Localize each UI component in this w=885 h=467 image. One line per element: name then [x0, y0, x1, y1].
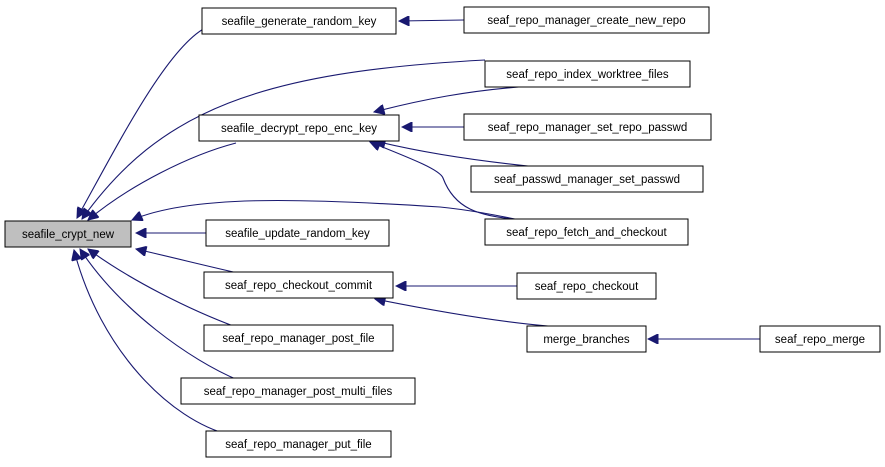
- edge-decrypt-key-to-crypt-new: [88, 142, 237, 220]
- node-label: seaf_repo_fetch_and_checkout: [506, 227, 667, 239]
- node-label: seafile_decrypt_repo_enc_key: [221, 123, 377, 135]
- edge-post-file-to-crypt-new: [88, 249, 237, 328]
- node-seaf-repo-manager-put-file[interactable]: seaf_repo_manager_put_file: [205, 430, 392, 458]
- node-label: seafile_update_random_key: [225, 228, 370, 240]
- edges: [74, 20, 760, 436]
- edge-gen-key-to-crypt-new: [77, 27, 206, 218]
- node-box: [759, 325, 881, 353]
- node-box: [470, 165, 704, 193]
- edge-create-repo-to-gen-key: [399, 20, 465, 21]
- node-label: seaf_repo_manager_create_new_repo: [487, 15, 685, 27]
- node-box: [463, 113, 712, 141]
- node-label: seafile_generate_random_key: [222, 16, 377, 28]
- node-seafile-decrypt-repo-enc-key[interactable]: seafile_decrypt_repo_enc_key: [198, 114, 400, 142]
- node-label: seaf_repo_index_worktree_files: [506, 69, 669, 81]
- edge-fetch-checkout-to-decrypt-key: [370, 142, 513, 220]
- node-box: [205, 430, 392, 458]
- node-seaf-repo-manager-post-multi-files[interactable]: seaf_repo_manager_post_multi_files: [180, 377, 416, 405]
- edge-fetch-checkout-to-crypt-new: [132, 199, 521, 220]
- node-box: [201, 7, 397, 35]
- edge-checkout-commit-to-crypt-new: [136, 249, 239, 274]
- node-label: seaf_repo_manager_post_file: [222, 333, 374, 345]
- edge-merge-branches-to-checkout-commit: [375, 299, 549, 327]
- node-box: [463, 6, 710, 34]
- node-seaf-repo-index-worktree-files[interactable]: seaf_repo_index_worktree_files: [484, 60, 691, 88]
- node-box: [516, 272, 657, 300]
- edge-passwd-mgr-to-decrypt-key: [375, 141, 529, 167]
- node-label: seaf_repo_merge: [775, 334, 865, 346]
- node-label: seaf_repo_manager_post_multi_files: [204, 386, 393, 398]
- edge-put-file-to-crypt-new: [74, 250, 231, 436]
- node-box: [484, 60, 691, 88]
- node-box: [484, 218, 689, 246]
- node-seaf-repo-manager-post-file[interactable]: seaf_repo_manager_post_file: [203, 324, 394, 352]
- node-seaf-passwd-manager-set-passwd[interactable]: seaf_passwd_manager_set_passwd: [470, 165, 704, 193]
- node-box: [4, 220, 132, 248]
- node-label: seaf_repo_manager_put_file: [225, 439, 371, 451]
- node-label: seaf_passwd_manager_set_passwd: [494, 174, 680, 186]
- node-label: seafile_crypt_new: [22, 229, 115, 241]
- node-box: [198, 114, 400, 142]
- node-seafile-generate-random-key[interactable]: seafile_generate_random_key: [201, 7, 397, 35]
- node-label: seaf_repo_checkout_commit: [225, 280, 373, 292]
- node-label: seaf_repo_checkout: [535, 281, 639, 293]
- node-merge-branches[interactable]: merge_branches: [526, 325, 647, 353]
- node-label: merge_branches: [543, 334, 630, 346]
- edge-index-worktree-to-decrypt-key: [374, 85, 533, 112]
- node-seaf-repo-fetch-and-checkout[interactable]: seaf_repo_fetch_and_checkout: [484, 218, 689, 246]
- node-box: [203, 324, 394, 352]
- edge-post-multi-to-crypt-new: [80, 249, 239, 381]
- node-seaf-repo-checkout[interactable]: seaf_repo_checkout: [516, 272, 657, 300]
- node-box: [203, 271, 394, 299]
- node-seafile-update-random-key[interactable]: seafile_update_random_key: [205, 219, 390, 247]
- nodes: seafile_crypt_new seafile_generate_rando…: [4, 6, 881, 458]
- node-label: seaf_repo_manager_set_repo_passwd: [488, 122, 687, 134]
- edge-index-worktree-to-crypt-new: [82, 59, 486, 219]
- node-box: [205, 219, 390, 247]
- node-seaf-repo-checkout-commit[interactable]: seaf_repo_checkout_commit: [203, 271, 394, 299]
- node-seaf-repo-merge[interactable]: seaf_repo_merge: [759, 325, 881, 353]
- node-seafile-crypt-new[interactable]: seafile_crypt_new: [4, 220, 132, 248]
- node-seaf-repo-manager-create-new-repo[interactable]: seaf_repo_manager_create_new_repo: [463, 6, 710, 34]
- node-seaf-repo-manager-set-repo-passwd[interactable]: seaf_repo_manager_set_repo_passwd: [463, 113, 712, 141]
- node-box: [180, 377, 416, 405]
- node-box: [526, 325, 647, 353]
